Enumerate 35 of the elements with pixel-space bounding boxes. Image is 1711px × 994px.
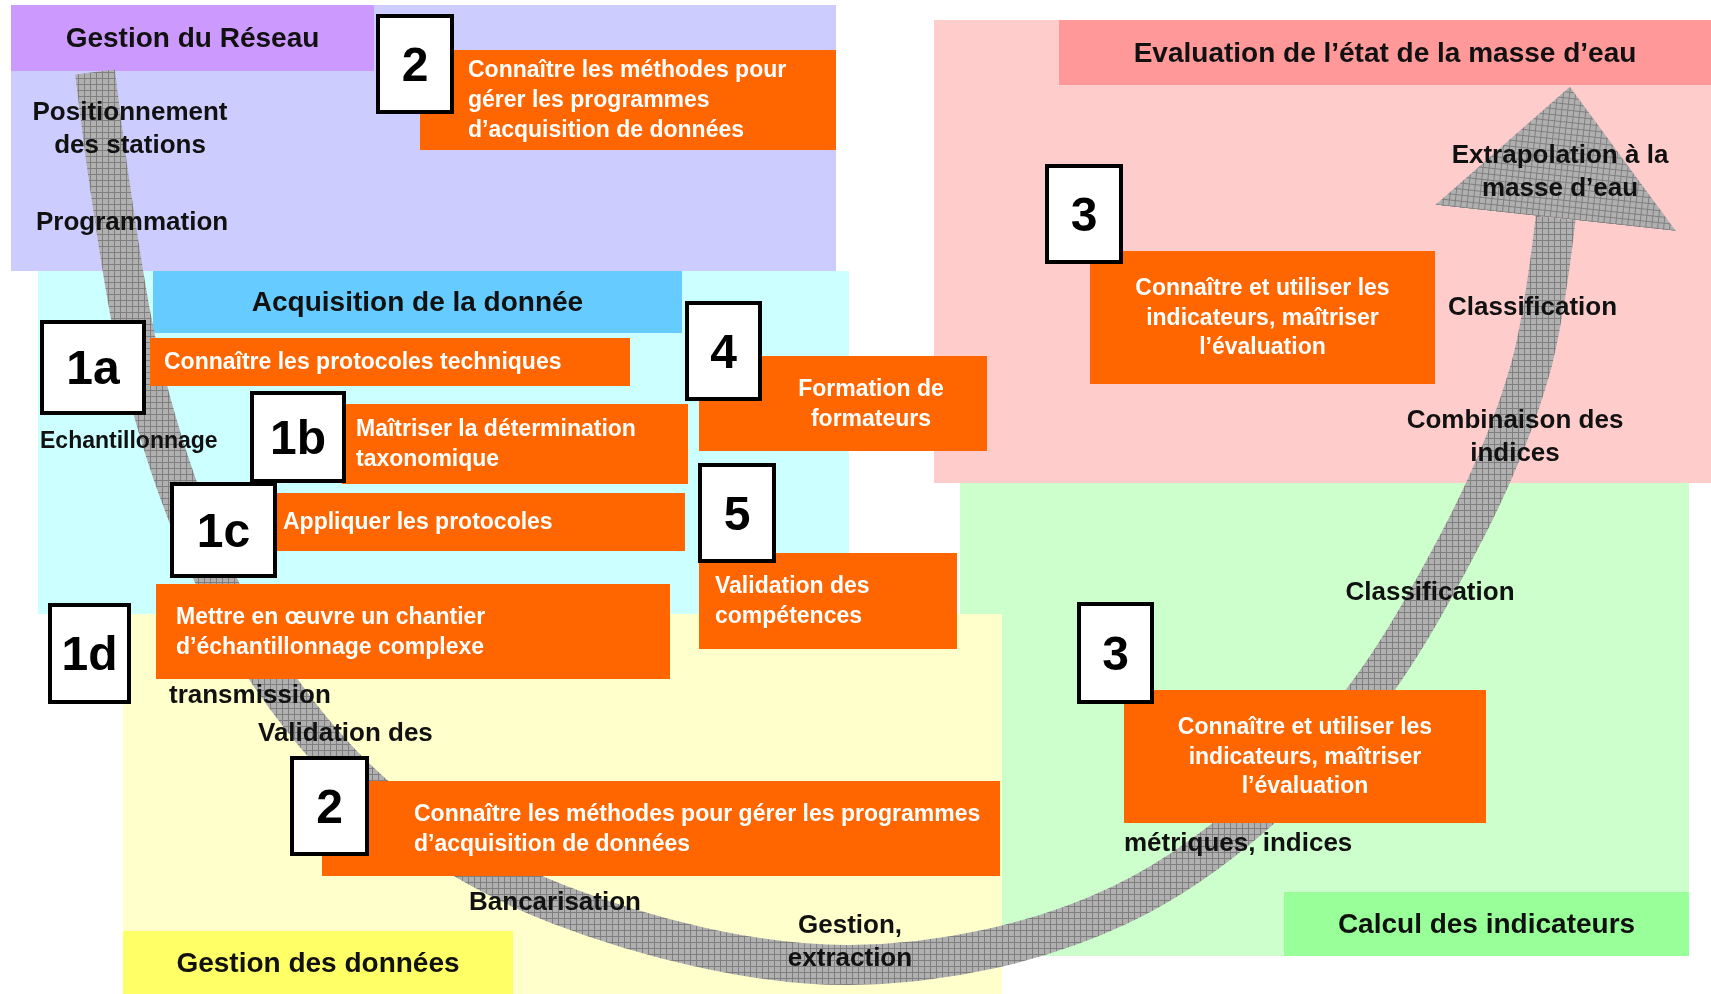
stage-label: Classification [1448, 290, 1619, 323]
skill-box: Mettre en œuvre un chantier d’échantillonnage complexe [156, 584, 670, 679]
step-number-badge: 1d [48, 603, 131, 704]
stage-label: métriques, indices [1124, 826, 1354, 859]
stage-label: Positionnement des stations [31, 95, 229, 160]
skill-box: Connaître et utiliser les indicateurs, maîtriser l’évaluation [1124, 690, 1486, 823]
step-number-badge: 2 [376, 14, 454, 114]
step-number-badge: 2 [290, 756, 369, 856]
stage-label: Extrapolation à la masse d’eau [1450, 138, 1670, 203]
skill-box: Maîtriser la détermination taxonomique [342, 404, 688, 484]
stage-label: Bancarisation [468, 885, 642, 918]
stage-label: Programmation [36, 205, 230, 238]
step-number-badge: 5 [698, 463, 776, 563]
step-number-badge: 3 [1045, 164, 1123, 264]
stage-label: Combinaison des indices [1405, 403, 1625, 468]
stage-label: Gestion, extraction [786, 908, 914, 973]
skill-box: Connaître les protocoles techniques [150, 338, 630, 386]
step-number-badge: 1a [40, 320, 146, 415]
panel-heading: Calcul des indicateurs [1284, 892, 1689, 956]
panel-heading: Gestion du Réseau [11, 5, 374, 71]
process-arrow [75, 69, 1676, 985]
step-number-badge: 1c [170, 482, 277, 578]
stage-label: transmission [169, 678, 332, 711]
stage-label: Validation des [258, 716, 434, 749]
step-number-badge: 3 [1077, 602, 1154, 704]
panel-heading: Acquisition de la donnée [153, 271, 682, 333]
stage-label: Classification [1344, 575, 1516, 608]
panel-heading: Evaluation de l’état de la masse d’eau [1059, 20, 1711, 85]
zone-panel [11, 5, 836, 271]
step-number-badge: 4 [685, 301, 762, 401]
skill-box: Connaître et utiliser les indicateurs, maîtriser l’évaluation [1090, 251, 1435, 384]
panel-heading: Gestion des données [123, 931, 513, 994]
stage-label: Echantillonnage [40, 426, 219, 455]
step-number-badge: 1b [250, 391, 346, 483]
skill-box: Validation des compétences [699, 553, 957, 649]
